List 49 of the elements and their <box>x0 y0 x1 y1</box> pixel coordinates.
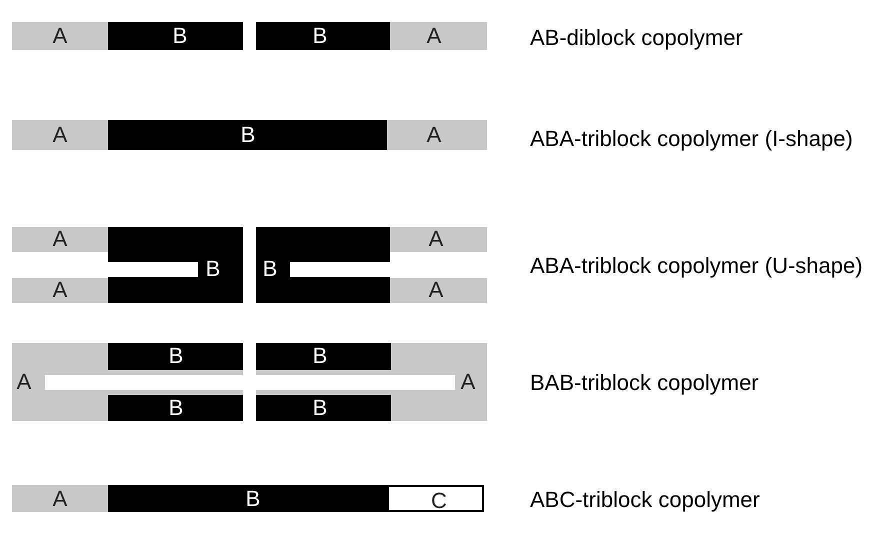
polymer-block <box>12 485 108 512</box>
polymer-block <box>387 485 484 512</box>
block-letter: B <box>262 257 278 281</box>
polymer-block <box>12 227 108 252</box>
block-letter: B <box>246 487 260 511</box>
polymer-block-shape <box>256 343 487 421</box>
copolymer-name: ABC-triblock copolymer <box>530 486 761 513</box>
polymer-block <box>12 22 108 50</box>
block-letter: A <box>52 24 68 48</box>
block-letter: B <box>312 396 328 420</box>
copolymer-name: ABA-triblock copolymer (I-shape) <box>530 125 854 152</box>
polymer-block <box>108 485 387 512</box>
copolymer-name: ABA-triblock copolymer (U-shape) <box>530 252 864 279</box>
copolymer-name: BAB-triblock copolymer <box>530 369 760 396</box>
polymer-block-shape <box>256 227 390 303</box>
block-letter: B <box>168 396 184 420</box>
polymer-block <box>387 120 487 150</box>
polymer-block-shape <box>12 343 243 421</box>
block-letter: A <box>52 278 68 302</box>
polymer-block <box>256 395 391 421</box>
block-letter: A <box>426 24 442 48</box>
block-letter: A <box>16 370 32 394</box>
block-letter: B <box>240 123 256 147</box>
polymer-block <box>12 278 108 303</box>
polymer-block <box>108 22 243 50</box>
polymer-block <box>108 120 387 150</box>
copolymer-name: AB-diblock copolymer <box>530 24 744 51</box>
polymer-block <box>256 343 391 370</box>
block-letter: B <box>168 344 184 368</box>
block-letter: B <box>312 24 328 48</box>
polymer-block <box>12 120 108 150</box>
block-letter: B <box>312 344 328 368</box>
block-letter: A <box>52 227 68 251</box>
polymer-block <box>256 22 390 50</box>
polymer-block <box>390 278 487 303</box>
block-letter: B <box>172 24 188 48</box>
block-letter: A <box>460 370 476 394</box>
block-letter: A <box>428 227 444 251</box>
block-letter: A <box>426 123 442 147</box>
block-letter: A <box>52 123 68 147</box>
block-letter: C <box>431 489 447 513</box>
block-letter: A <box>52 487 68 511</box>
block-letter: A <box>428 278 444 302</box>
polymer-block <box>390 227 487 252</box>
polymer-block-shape <box>108 227 243 303</box>
block-letter: B <box>206 257 220 281</box>
polymer-block <box>108 395 243 421</box>
polymer-block <box>390 22 487 50</box>
polymer-block <box>108 343 243 370</box>
